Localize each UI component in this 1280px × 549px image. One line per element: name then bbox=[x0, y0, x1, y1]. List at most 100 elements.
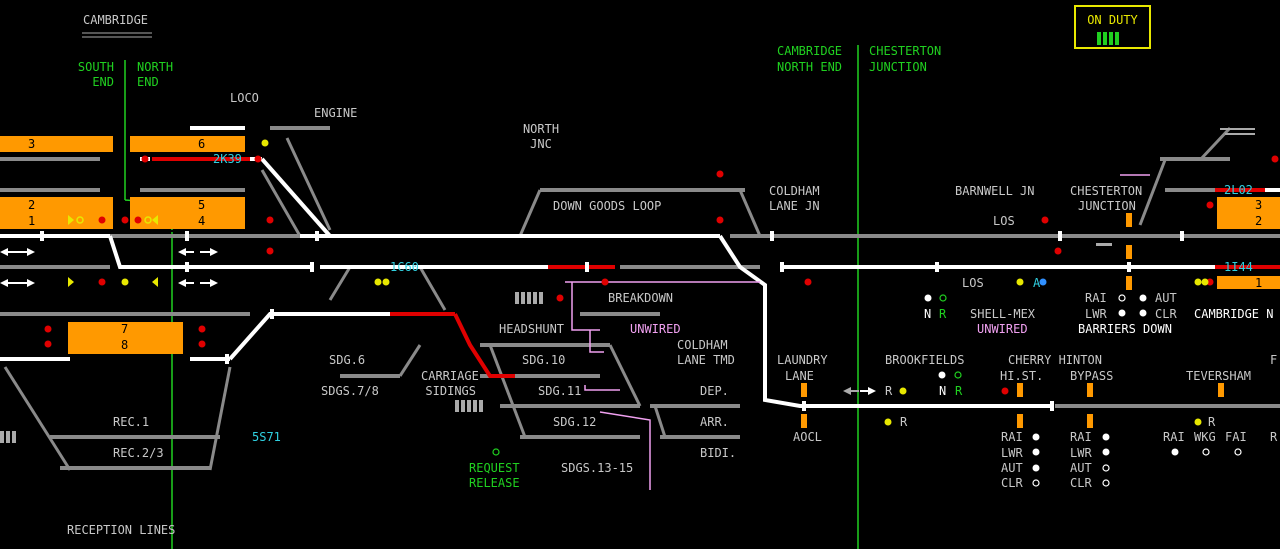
hi-st-marker bbox=[1017, 383, 1023, 397]
laundry-lane-marker-2 bbox=[801, 414, 807, 428]
label-chesterton-junction-2: JUNCTION bbox=[1078, 199, 1136, 213]
label-north-jnc-1: NORTH bbox=[522, 122, 560, 136]
bypass-marker bbox=[1087, 383, 1093, 397]
on-duty-label: ON DUTY bbox=[1087, 13, 1138, 27]
label-teversham: TEVERSHAM bbox=[1186, 369, 1252, 383]
label-sdg12: SDG.12 bbox=[553, 415, 597, 429]
ind-clr-hist: CLR bbox=[1001, 476, 1023, 490]
label-arr: ARR. bbox=[700, 415, 729, 429]
ind-lwr-barriers: LWR bbox=[1085, 307, 1107, 321]
label-laundry-lane-1: LAUNDRY bbox=[777, 353, 828, 367]
label-down-goods-loop: DOWN GOODS LOOP bbox=[553, 199, 662, 213]
ind-lwr-hist: LWR bbox=[1001, 446, 1023, 460]
label-brookfields: BROOKFIELDS bbox=[885, 353, 965, 367]
platform-3-label: 3 bbox=[28, 137, 36, 151]
platform-6 bbox=[130, 136, 245, 152]
label-chesterton-junction-1: CHESTERTON bbox=[1070, 184, 1143, 198]
label-edge-r: R bbox=[1270, 430, 1278, 444]
ind-aut-barriers: AUT bbox=[1155, 291, 1177, 305]
ind-r-teversham: R bbox=[1208, 415, 1216, 429]
train-1i44[interactable]: 1I44 bbox=[1224, 260, 1253, 274]
chesterton-marker-2 bbox=[1126, 245, 1132, 259]
label-bypass: BYPASS bbox=[1070, 369, 1114, 383]
chesterton-marker bbox=[1126, 213, 1132, 227]
label-reception-lines: RECEPTION LINES bbox=[67, 523, 176, 537]
request-release-2[interactable]: RELEASE bbox=[469, 476, 520, 490]
platform-ne-3-2 bbox=[1217, 197, 1280, 229]
label-coldham-lane-tmd-1: COLDHAM bbox=[677, 338, 728, 352]
area-south-end-1: SOUTH bbox=[77, 60, 114, 74]
request-release-1[interactable]: REQUEST bbox=[469, 461, 520, 475]
label-shell-mex: SHELL-MEX bbox=[970, 307, 1036, 321]
platform-7-8 bbox=[68, 322, 183, 354]
platform-1-label: 1 bbox=[28, 214, 36, 228]
label-headshunt: HEADSHUNT bbox=[499, 322, 565, 336]
label-breakdown: BREAKDOWN bbox=[608, 291, 674, 305]
label-sdgs1315: SDGS.13-15 bbox=[561, 461, 634, 475]
on-duty-indicator[interactable]: ON DUTY bbox=[1074, 5, 1151, 49]
ind-fai-teversham: FAI bbox=[1225, 430, 1247, 444]
platform-ne-3-label: 3 bbox=[1255, 198, 1263, 212]
label-sdg11: SDG.11 bbox=[538, 384, 582, 398]
label-bidi: BIDI. bbox=[700, 446, 737, 460]
label-loco: LOCO bbox=[230, 91, 259, 105]
label-coldham-lane-jn-2: LANE JN bbox=[769, 199, 820, 213]
area-cambridge-north-end-1: CAMBRIDGE bbox=[777, 44, 843, 58]
ind-n-shellmex: N bbox=[924, 307, 932, 321]
area-cambridge: CAMBRIDGE bbox=[83, 13, 149, 27]
ind-rai-barriers: RAI bbox=[1085, 291, 1107, 305]
label-edge-f: F bbox=[1270, 353, 1278, 367]
train-2l02[interactable]: 2L02 bbox=[1224, 183, 1253, 197]
ind-rai-bypass: RAI bbox=[1070, 430, 1092, 444]
ind-a-shellmex: A bbox=[1033, 276, 1041, 290]
label-los-2: LOS bbox=[962, 276, 984, 290]
platform-8-label: 8 bbox=[121, 338, 129, 352]
area-cambridge-north-end-2: NORTH END bbox=[777, 60, 843, 74]
chesterton-marker-3 bbox=[1126, 276, 1132, 290]
platform-2-label: 2 bbox=[28, 198, 36, 212]
label-cambridge-n: CAMBRIDGE N bbox=[1194, 307, 1274, 321]
ind-rai-teversham: RAI bbox=[1163, 430, 1185, 444]
ind-lwr-bypass: LWR bbox=[1070, 446, 1092, 460]
label-rec1: REC.1 bbox=[113, 415, 150, 429]
label-sdgs78: SDGS.7/8 bbox=[321, 384, 379, 398]
ind-aut-bypass: AUT bbox=[1070, 461, 1092, 475]
unwired-breakdown: UNWIRED bbox=[630, 322, 681, 336]
train-1c60[interactable]: 1C60 bbox=[390, 260, 419, 274]
platform-2-1 bbox=[0, 197, 113, 229]
label-carriage-sidings-1: CARRIAGE bbox=[421, 369, 479, 383]
platform-7-label: 7 bbox=[121, 322, 129, 336]
area-north-end-2: END bbox=[137, 75, 159, 89]
platform-3 bbox=[0, 136, 113, 152]
platform-4-label: 4 bbox=[198, 214, 206, 228]
area-chesterton-junction-1: CHESTERTON bbox=[869, 44, 942, 58]
laundry-lane-marker bbox=[801, 383, 807, 397]
platform-ne-2-label: 2 bbox=[1255, 214, 1263, 228]
on-duty-bars bbox=[1097, 30, 1121, 49]
hi-st-marker-2 bbox=[1017, 414, 1023, 428]
platform-5-label: 5 bbox=[198, 198, 206, 212]
label-los-1: LOS bbox=[993, 214, 1015, 228]
platform-6-label: 6 bbox=[198, 137, 206, 151]
label-sdg10: SDG.10 bbox=[522, 353, 566, 367]
label-engine: ENGINE bbox=[314, 106, 358, 120]
train-2k39[interactable]: 2K39 bbox=[213, 152, 242, 166]
ind-aut-hist: AUT bbox=[1001, 461, 1023, 475]
area-south-end-2: END bbox=[92, 75, 114, 89]
label-barnwell-jn: BARNWELL JN bbox=[955, 184, 1035, 198]
ind-r-brookfields-dn: R bbox=[900, 415, 908, 429]
ind-clr-bypass: CLR bbox=[1070, 476, 1092, 490]
train-5s71[interactable]: 5S71 bbox=[252, 430, 281, 444]
unwired-shell-mex: UNWIRED bbox=[977, 322, 1028, 336]
label-rec23: REC.2/3 bbox=[113, 446, 164, 460]
ind-r-brookfields: R bbox=[955, 384, 963, 398]
ind-wkg-teversham: WKG bbox=[1194, 430, 1216, 444]
ind-r-brookfields-up: R bbox=[885, 384, 893, 398]
ind-n-brookfields: N bbox=[939, 384, 947, 398]
ind-clr-barriers: CLR bbox=[1155, 307, 1177, 321]
label-coldham-lane-jn-1: COLDHAM bbox=[769, 184, 820, 198]
ind-rai-hist: RAI bbox=[1001, 430, 1023, 444]
label-sdg6: SDG.6 bbox=[329, 353, 366, 367]
label-north-jnc-2: JNC bbox=[530, 137, 552, 151]
